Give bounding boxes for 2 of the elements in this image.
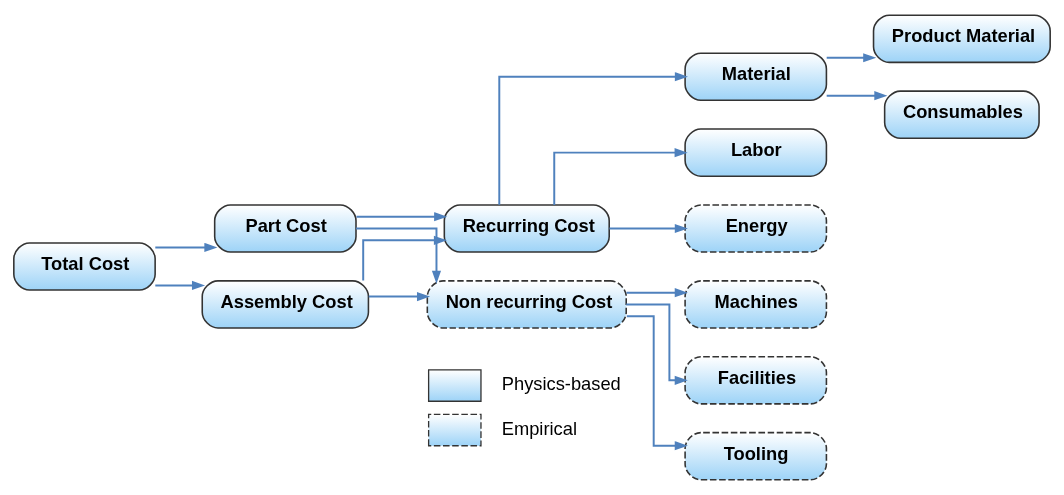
legend-label: Empirical — [501, 417, 577, 439]
legend-label: Physics-based — [501, 373, 621, 395]
